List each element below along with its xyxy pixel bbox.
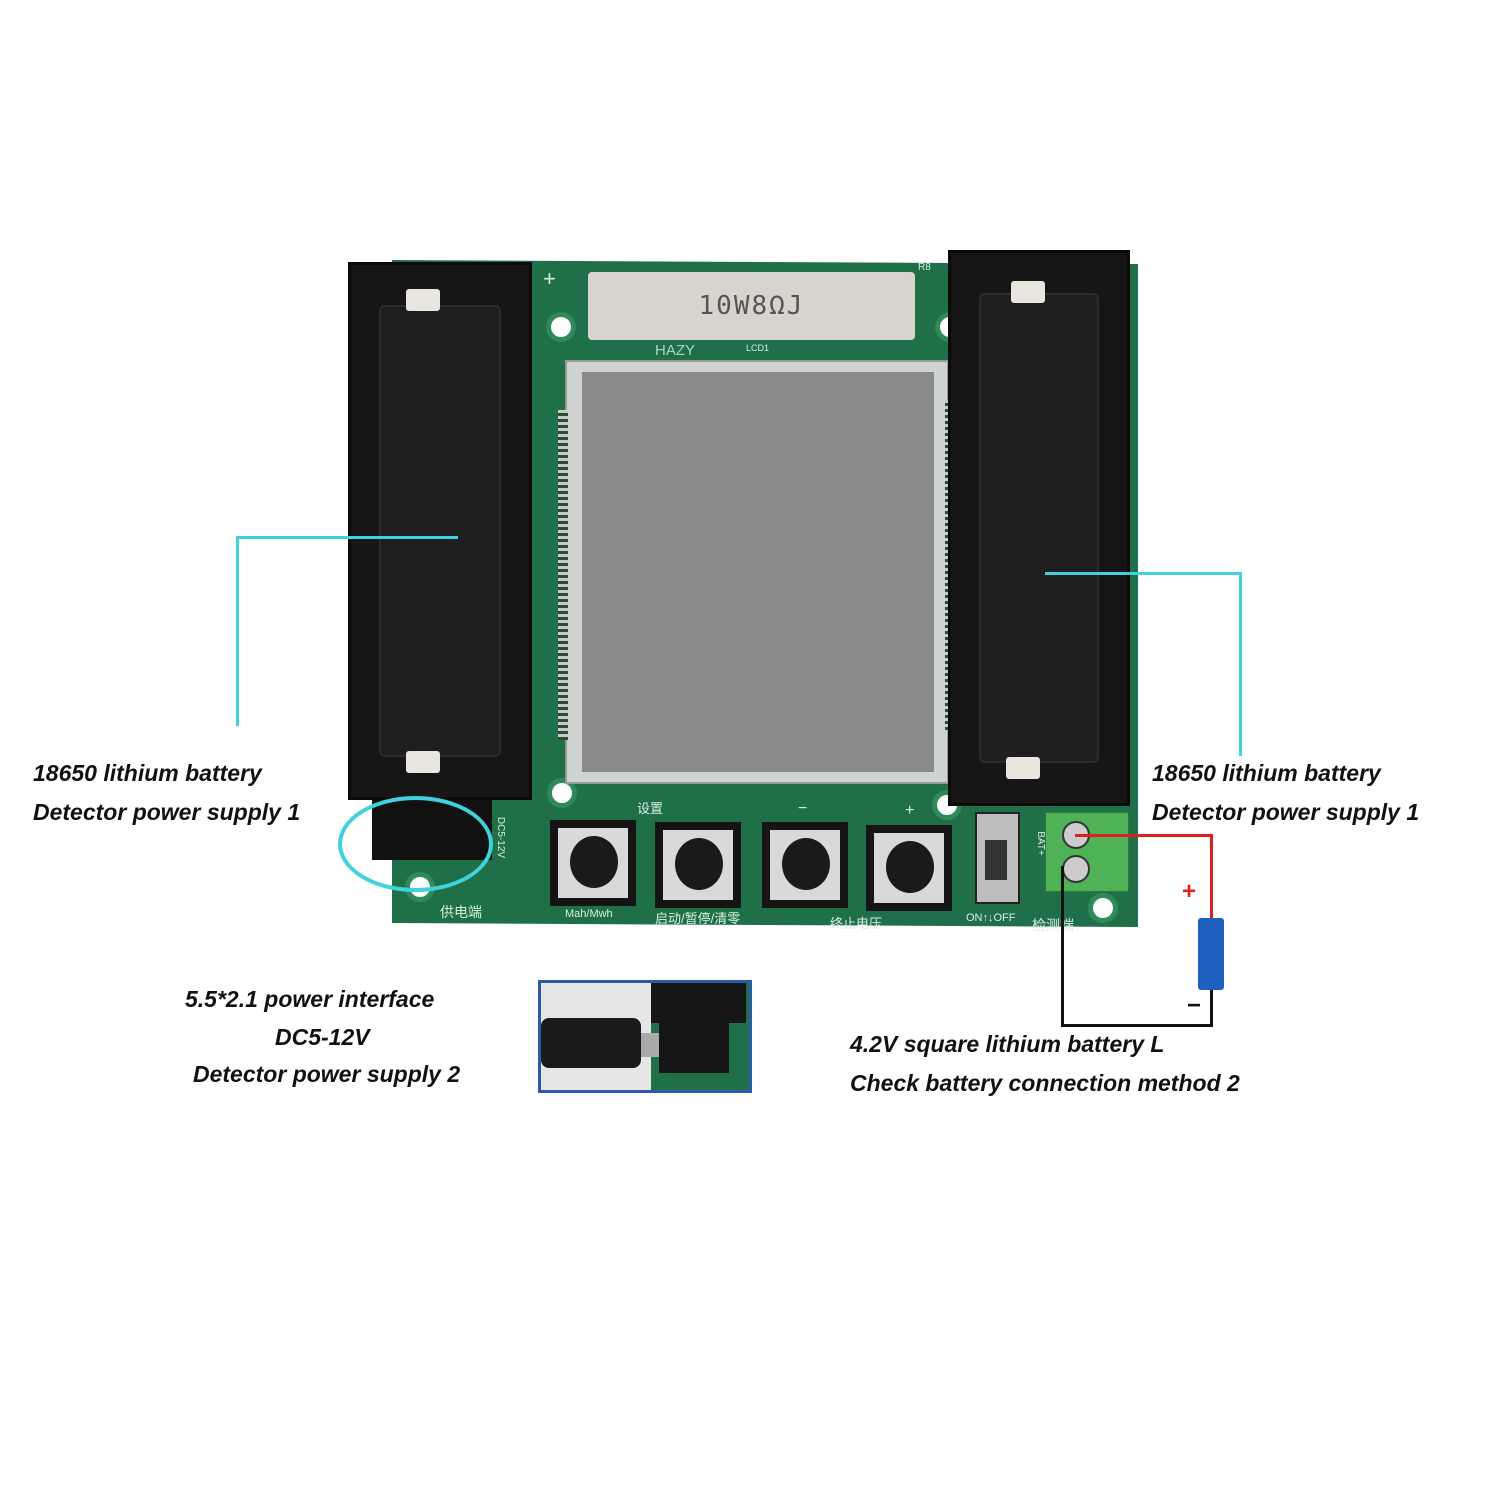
start-pause-reset-label: 启动/暂停/清零 — [655, 911, 741, 926]
resistor-ref: R8 — [918, 262, 931, 273]
settings-label: 设置 — [637, 801, 664, 816]
power-interface-label-line2: DC5-12V — [275, 1024, 370, 1050]
lcd-screen — [582, 372, 934, 772]
power-switch[interactable] — [975, 812, 1020, 904]
right-battery-label-line2: Detector power supply 1 — [1152, 799, 1420, 825]
dc-plug-inset-photo — [538, 980, 752, 1093]
positive-wire — [1075, 834, 1213, 837]
left-battery-label-line1: 18650 lithium battery — [33, 760, 262, 786]
negative-wire-up — [1061, 866, 1064, 1027]
mounting-hole — [546, 312, 576, 342]
negative-wire — [1061, 1024, 1213, 1027]
positive-mark: + — [1182, 878, 1197, 905]
detect-terminal-label: 检测端 — [1032, 917, 1074, 933]
plus-label: + — [905, 802, 915, 819]
button-mah-mwh[interactable] — [550, 820, 636, 906]
power-terminal-label: 供电端 — [440, 904, 482, 920]
cutoff-voltage-label: 终止电压 — [830, 916, 883, 931]
dc-jack-highlight-ellipse — [338, 796, 493, 892]
callout-line-right — [1045, 572, 1242, 575]
button-minus[interactable] — [762, 822, 848, 908]
bat-label: BAT+ — [1034, 831, 1046, 856]
power-interface-label-line3: Detector power supply 2 — [193, 1061, 461, 1087]
switch-label: ON↑↓OFF — [966, 912, 1016, 924]
battery-holder-right — [948, 250, 1130, 806]
square-battery-icon — [1198, 918, 1224, 990]
pcb-plus-mark: + — [543, 266, 556, 291]
square-battery-label-line2: Check battery connection method 2 — [850, 1070, 1240, 1096]
lcd-ref: LCD1 — [746, 343, 770, 353]
dc-jack-label: DC5-12V — [495, 816, 507, 859]
negative-wire-vertical — [1210, 990, 1213, 1027]
callout-line-left-vertical — [236, 536, 239, 726]
power-interface-label-line1: 5.5*2.1 power interface — [185, 986, 435, 1012]
negative-mark: − — [1187, 992, 1202, 1019]
button-plus[interactable] — [866, 825, 952, 911]
positive-wire-vertical — [1210, 834, 1213, 919]
button-start-pause-reset[interactable] — [655, 822, 741, 908]
lcd-pins-left — [558, 410, 568, 740]
power-resistor: 10W8ΩJ — [588, 272, 915, 340]
battery-holder-left — [348, 262, 532, 800]
minus-label: − — [798, 800, 808, 817]
battery-terminal-block — [1045, 812, 1129, 892]
brand-label: HAZY — [655, 342, 696, 359]
square-battery-label-line1: 4.2V square lithium battery L — [850, 1031, 1165, 1057]
mounting-hole — [1088, 893, 1118, 923]
left-battery-label-line2: Detector power supply 1 — [33, 799, 301, 825]
callout-line-left — [238, 536, 458, 539]
resistor-marking: 10W8ΩJ — [698, 291, 805, 321]
right-battery-label-line1: 18650 lithium battery — [1152, 760, 1381, 786]
callout-line-right-vertical — [1239, 572, 1242, 756]
mah-mwh-label: Mah/Mwh — [565, 908, 613, 920]
